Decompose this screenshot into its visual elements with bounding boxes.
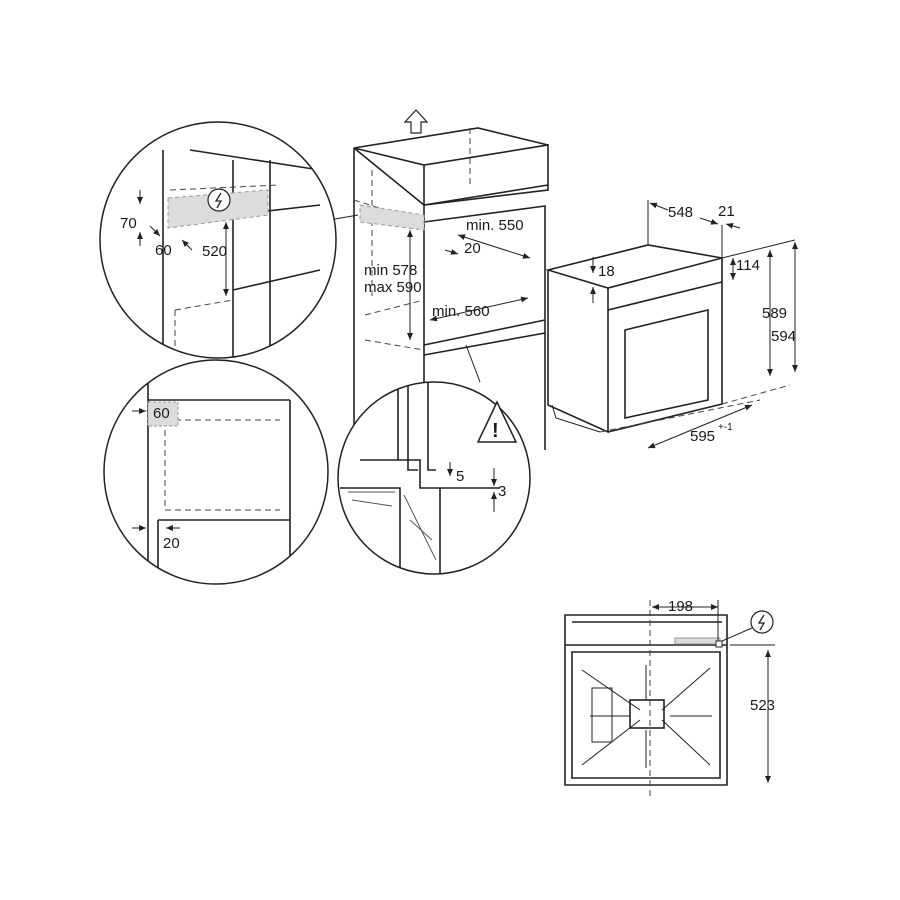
cabinet-height-min-label: min 578 xyxy=(364,262,417,279)
oven-width-label: 595 xyxy=(690,428,715,445)
warning-exclamation: ! xyxy=(492,420,499,442)
oven-body-height-label: 589 xyxy=(762,305,787,322)
socket-height-gap-label: 70 xyxy=(120,215,137,232)
socket-height-label: 520 xyxy=(202,243,227,260)
cabinet-drawing: min 578 max 590 min. 550 20 min. 560 xyxy=(304,109,549,560)
connection-offset-label: 198 xyxy=(668,598,693,615)
up-arrow-icon xyxy=(403,109,429,134)
power-connection-icon xyxy=(207,188,231,212)
power-connection-icon-top-view xyxy=(750,610,774,634)
ventilation-top-label: 60 xyxy=(153,405,170,422)
top-view-drawing: 198 523 xyxy=(564,598,775,800)
oven-panel-label: 114 xyxy=(736,257,760,274)
socket-depth-gap-label: 60 xyxy=(155,242,172,259)
oven-depth-label: 548 xyxy=(668,204,693,221)
warning-icon xyxy=(476,400,518,443)
oven-top-gap-label: 18 xyxy=(598,263,615,280)
cabinet-depth-label: min. 560 xyxy=(432,303,490,320)
top-view-depth-label: 523 xyxy=(750,697,775,714)
oven-front-label: 21 xyxy=(718,203,735,220)
oven-total-height-label: 594 xyxy=(771,328,796,345)
detail-front-gap: ! 5 3 xyxy=(337,344,531,575)
ventilation-bottom-label: 20 xyxy=(163,535,180,552)
cabinet-width-label: min. 550 xyxy=(466,217,524,234)
oven-drawing: 548 21 114 18 589 594 595 +-1 xyxy=(544,200,798,449)
oven-width-tolerance: +-1 xyxy=(718,422,733,433)
cabinet-height-max-label: max 590 xyxy=(364,279,422,296)
detail-ventilation: 60 20 xyxy=(103,359,329,585)
cabinet-side-label: 20 xyxy=(464,240,481,257)
detail-socket-position: 70 60 520 xyxy=(99,121,337,359)
front-offset-label: 3 xyxy=(498,483,506,500)
front-gap-label: 5 xyxy=(456,468,464,485)
